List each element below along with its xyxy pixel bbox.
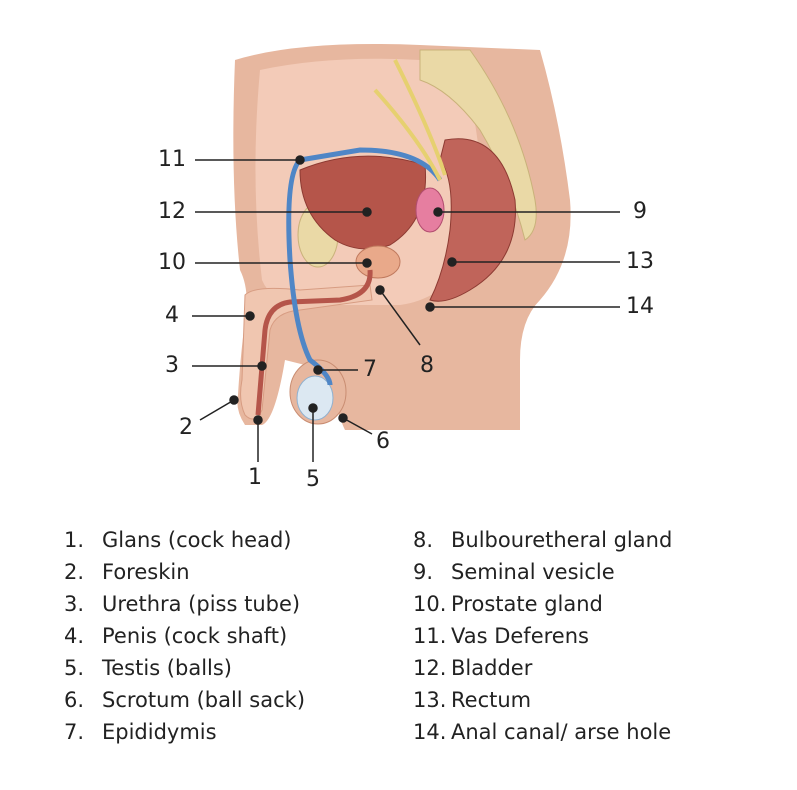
legend-num: 2.: [64, 560, 85, 584]
legend-label: Rectum: [451, 688, 532, 712]
legend-label: Urethra (piss tube): [102, 592, 301, 616]
legend-label: Prostate gland: [451, 592, 603, 616]
callout-9: 9: [633, 199, 647, 224]
legend-item: 2. Foreskin: [64, 556, 305, 588]
legend-label: Epididymis: [102, 720, 217, 744]
legend-num: 13.: [413, 688, 447, 712]
legend-item: 10.Prostate gland: [413, 588, 672, 620]
legend-item: 13.Rectum: [413, 684, 672, 716]
legend-item: 6. Scrotum (ball sack): [64, 684, 305, 716]
callout-5: 5: [306, 467, 320, 492]
legend-num: 10.: [413, 592, 447, 616]
anatomy-illustration: [192, 44, 620, 462]
callout-4: 4: [165, 303, 179, 328]
callout-13: 13: [626, 249, 654, 274]
legend-item: 14.Anal canal/ arse hole: [413, 716, 672, 748]
callout-7: 7: [363, 357, 377, 382]
legend-num: 3.: [64, 592, 85, 616]
nerve-lines: [373, 59, 447, 181]
legend-item: 12.Bladder: [413, 652, 672, 684]
legend-label: Glans (cock head): [102, 528, 292, 552]
legend-item: 3. Urethra (piss tube): [64, 588, 305, 620]
legend-label: Penis (cock shaft): [102, 624, 288, 648]
callout-12: 12: [158, 199, 186, 224]
legend-num: 9.: [413, 560, 434, 584]
testis-shape: [296, 375, 334, 421]
bladder-shape: [299, 155, 427, 250]
legend-item: 7. Epididymis: [64, 716, 305, 748]
legend-item: 9. Seminal vesicle: [413, 556, 672, 588]
legend-item: 4. Penis (cock shaft): [64, 620, 305, 652]
callout-11: 11: [158, 147, 186, 172]
legend-num: 12.: [413, 656, 447, 680]
legend-label: Foreskin: [102, 560, 190, 584]
legend-item: 8. Bulbouretheral gland: [413, 524, 672, 556]
legend-label: Scrotum (ball sack): [102, 688, 306, 712]
legend-item: 1. Glans (cock head): [64, 524, 305, 556]
legend-item: 11.Vas Deferens: [413, 620, 672, 652]
legend-num: 4.: [64, 624, 85, 648]
sacrum-bone: [419, 49, 537, 241]
legend-label: Bulbouretheral gland: [451, 528, 673, 552]
vas-deferens-line: [286, 147, 443, 386]
callout-10: 10: [158, 250, 186, 275]
seminal-vesicle-shape: [415, 187, 445, 233]
legend-label: Seminal vesicle: [451, 560, 615, 584]
leader-lines: [192, 155, 620, 462]
callout-6: 6: [376, 429, 390, 454]
legend-num: 1.: [64, 528, 85, 552]
legend-label: Vas Deferens: [451, 624, 589, 648]
legend-label: Bladder: [451, 656, 533, 680]
callout-14: 14: [626, 294, 654, 319]
urethra-line: [255, 269, 373, 416]
legend-num: 5.: [64, 656, 85, 680]
legend-label: Anal canal/ arse hole: [451, 720, 672, 744]
legend-num: 14.: [413, 720, 447, 744]
callout-3: 3: [165, 353, 179, 378]
prostate-shape: [355, 245, 401, 279]
callout-2: 2: [179, 415, 193, 440]
callout-8: 8: [420, 353, 434, 378]
legend-num: 8.: [413, 528, 434, 552]
callout-1: 1: [248, 465, 262, 490]
legend-num: 7.: [64, 720, 85, 744]
legend-right-column: 8. Bulbouretheral gland 9. Seminal vesicle…: [413, 524, 672, 748]
legend-num: 11.: [413, 624, 447, 648]
legend-left-column: 1. Glans (cock head) 2. Foreskin 3. Urethra…: [64, 524, 305, 748]
legend-item: 5. Testis (balls): [64, 652, 305, 684]
legend-num: 6.: [64, 688, 85, 712]
legend-label: Testis (balls): [102, 656, 232, 680]
penis-shape: [240, 284, 373, 420]
